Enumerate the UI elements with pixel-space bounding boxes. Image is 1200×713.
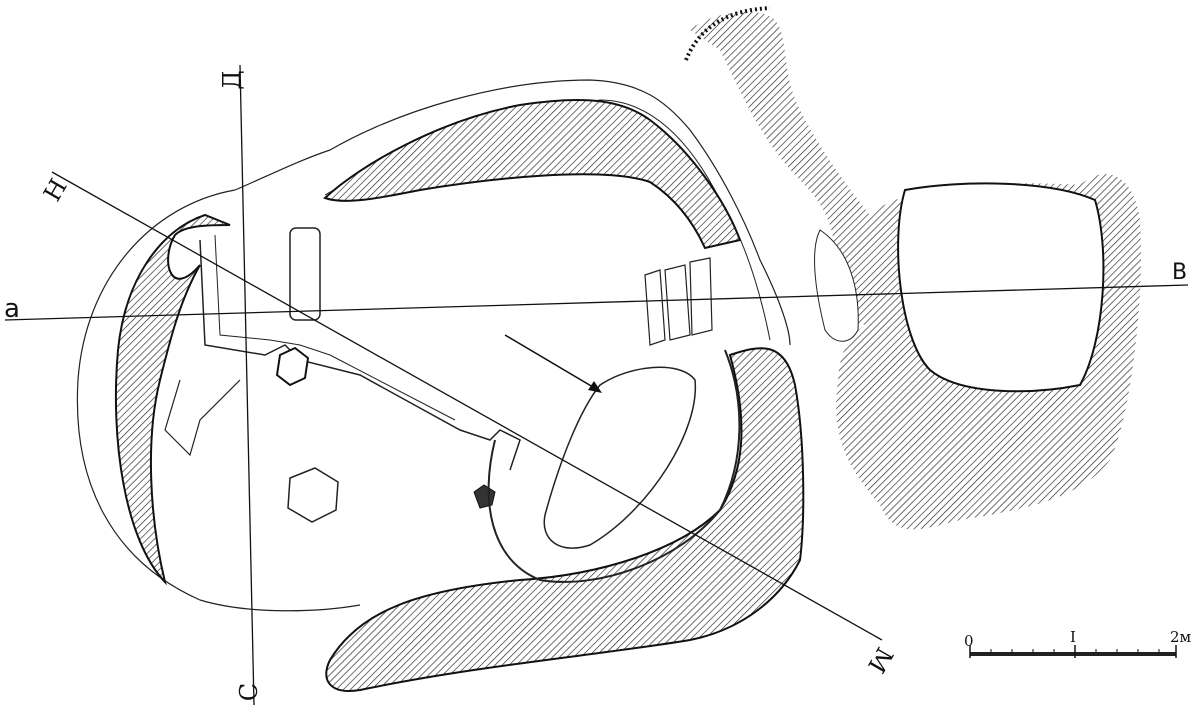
section-line-a-v	[4, 284, 1189, 321]
post-small-filled	[473, 484, 496, 509]
niche-left	[289, 227, 321, 321]
label-section-a: а	[4, 294, 20, 324]
left-chamber-outline	[164, 379, 241, 457]
oblong-pit	[543, 366, 697, 549]
scale-label-zero: 0	[964, 632, 974, 650]
inner-passage	[199, 239, 521, 471]
scale-bar	[969, 645, 1177, 658]
right-chamber-floor	[897, 182, 1105, 393]
scale-label-two: 2м	[1170, 628, 1192, 646]
wall-top-band	[323, 99, 742, 250]
steps	[644, 257, 713, 346]
outer-contour	[76, 79, 791, 612]
post-hexagon-large	[287, 467, 339, 523]
direction-arrow	[504, 334, 602, 393]
label-section-v: В	[1172, 260, 1188, 285]
post-hexagon-small	[275, 346, 310, 387]
label-section-d: Д	[217, 70, 246, 90]
inner-passage-2	[214, 234, 456, 421]
section-line-n-m	[51, 171, 883, 641]
right-passage-gap	[814, 229, 859, 342]
horseshoe-wall	[487, 349, 741, 583]
section-line-d-s	[239, 64, 255, 706]
label-section-s: С	[235, 682, 264, 702]
palisade-marks	[684, 6, 771, 61]
scale-label-one: I	[1070, 628, 1076, 646]
wall-left-crescent	[114, 213, 231, 586]
wall-bottom-right	[325, 347, 805, 692]
